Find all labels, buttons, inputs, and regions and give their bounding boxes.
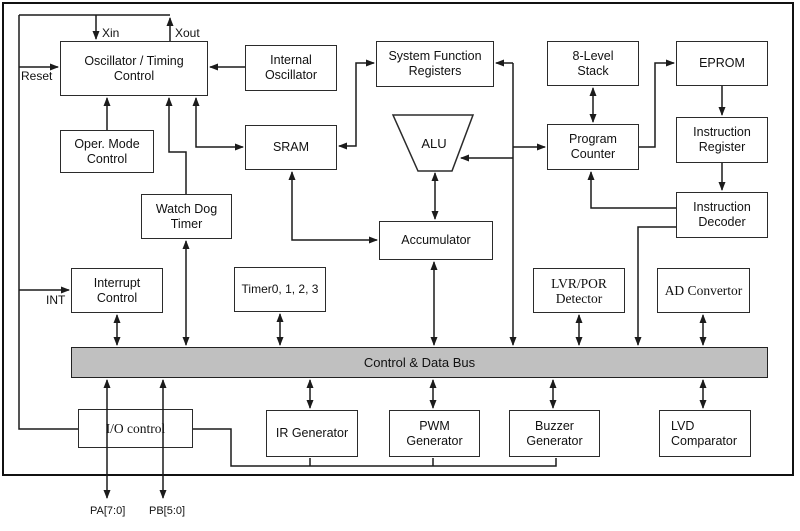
block-label: Control [96,290,138,305]
block-buzzer-generator: Buzzer Generator [509,410,600,457]
block-label: LVD [671,418,695,433]
block-ad-convertor: AD Convertor [657,268,750,313]
block-label: AD Convertor [664,283,743,298]
block-label: Generator [526,433,583,448]
block-lvd-comparator: LVD Comparator [659,410,751,457]
block-label: System Function [388,49,482,63]
diagram-frame [2,2,794,476]
block-accumulator: Accumulator [379,221,493,260]
block-label: 8-Level [572,48,614,63]
block-label: Instruction [693,200,751,214]
block-watch-dog-timer: Watch Dog Timer [141,194,232,239]
block-label: Comparator [671,433,737,448]
block-label: Buzzer [535,418,574,433]
block-internal-oscillator: Internal Oscillator [245,45,337,91]
bus-label: Control & Data Bus [363,355,476,370]
pin-label-int: INT [46,293,66,307]
block-io-control: I/O control [78,409,193,448]
block-label: Interrupt [93,275,141,290]
control-data-bus: Control & Data Bus [71,347,768,378]
block-oscillator-timing-control: Oscillator / Timing Control [60,41,208,96]
block-eprom: EPROM [676,41,768,86]
pin-label-pa: PA[7:0] [90,505,126,517]
block-label: EPROM [699,56,745,70]
block-label: Register [698,140,746,154]
block-label: Decoder [698,215,746,229]
block-8-level-stack: 8-Level Stack [547,41,639,86]
block-label: Timer [170,216,203,231]
block-label: I/O control [105,421,166,436]
block-label: Detector [555,290,603,306]
block-label: Counter [570,147,616,161]
block-label: Timer0, 1, 2, 3 [241,282,319,296]
block-sram: SRAM [245,125,337,170]
block-lvr-por-detector: LVR/POR Detector [533,268,625,313]
pin-label-xout: Xout [175,26,200,40]
block-label: Watch Dog [155,201,218,216]
block-label: Oscillator / Timing [84,53,184,68]
pin-label-xin: Xin [102,26,120,40]
block-label: Generator [406,433,463,448]
block-label: PWM [419,418,450,433]
block-timer0-1-2-3: Timer0, 1, 2, 3 [234,267,326,312]
block-instruction-register: Instruction Register [676,117,768,163]
block-program-counter: Program Counter [547,124,639,170]
block-oper-mode-control: Oper. Mode Control [60,130,154,173]
block-label: Internal [270,53,312,67]
block-label: Accumulator [401,233,471,247]
block-label: LVR/POR [551,275,607,291]
block-label: Control [113,68,155,83]
pin-label-pb: PB[5:0] [149,505,186,517]
block-label: Oscillator [264,68,318,82]
block-label: Control [86,151,128,166]
pin-label-reset: Reset [21,69,53,83]
block-label: Program [569,132,617,146]
block-label: Instruction [693,125,751,139]
block-instruction-decoder: Instruction Decoder [676,192,768,238]
block-ir-generator: IR Generator [266,410,358,457]
block-system-function-registers: System Function Registers [376,41,494,87]
block-label: Stack [577,63,609,78]
block-label: Registers [408,64,462,78]
block-label: SRAM [272,140,310,154]
block-label: Oper. Mode [74,136,140,151]
block-interrupt-control: Interrupt Control [71,268,163,313]
block-label: IR Generator [275,426,349,440]
block-pwm-generator: PWM Generator [389,410,480,457]
